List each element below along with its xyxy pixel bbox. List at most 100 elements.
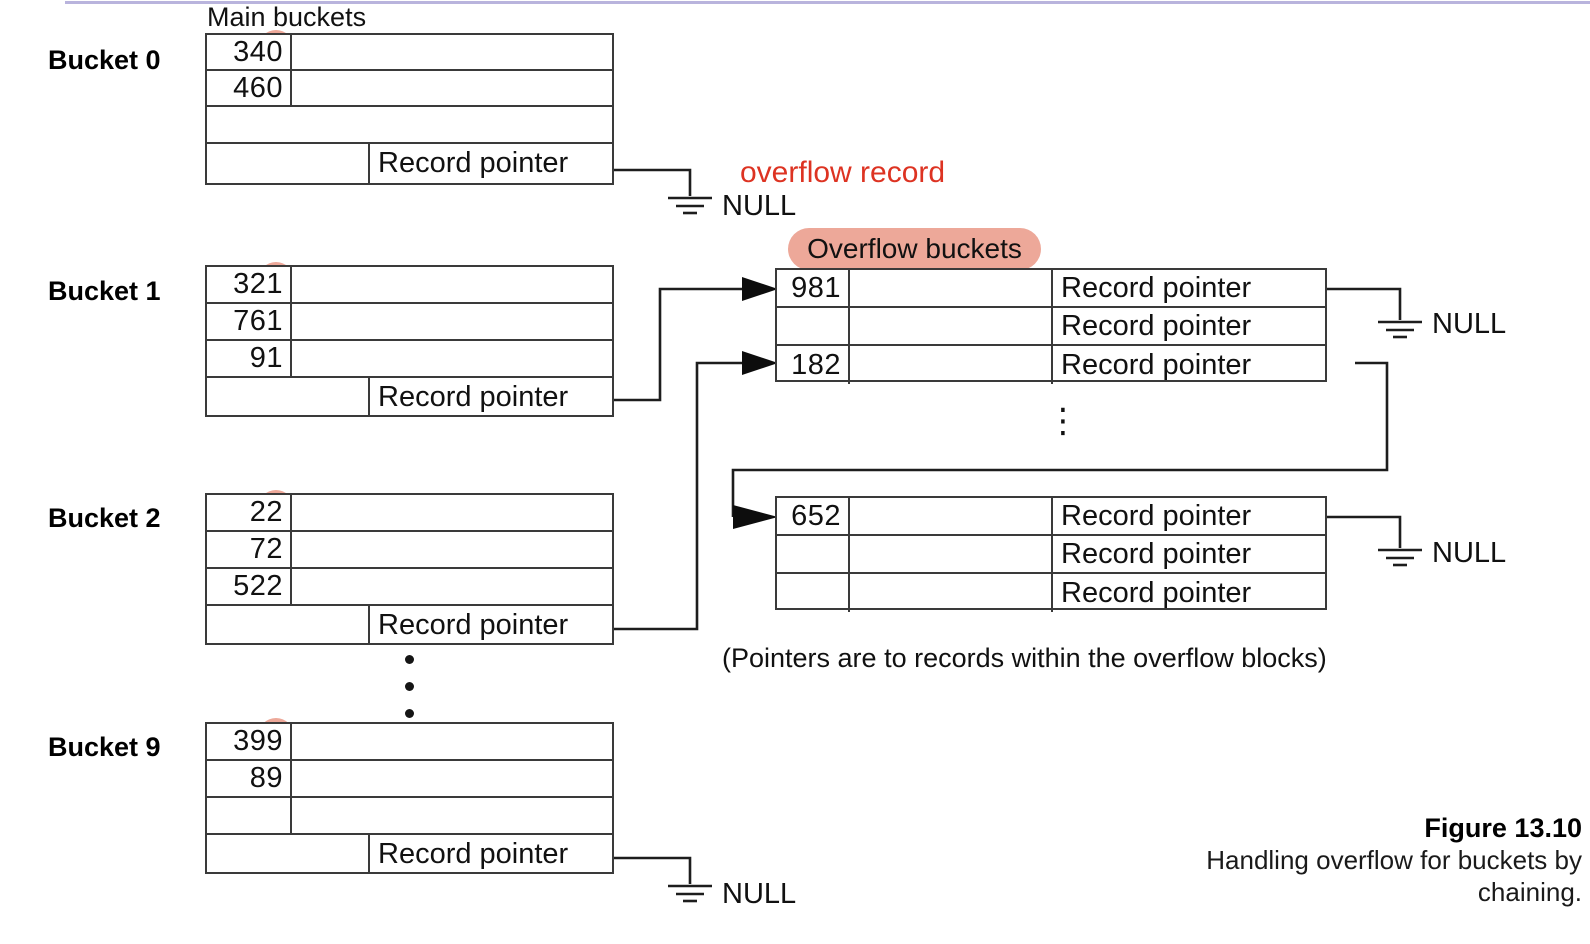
overflow-record-pointer[interactable]: Record pointer <box>1061 309 1252 342</box>
bucket-row: 460 <box>207 71 612 107</box>
overflow-record-pointer[interactable]: Record pointer <box>1061 537 1252 570</box>
bucket-pointer-row: Record pointer <box>207 378 612 417</box>
overflow-table-1[interactable]: 981 Record pointer Record pointer 182 Re… <box>775 268 1327 384</box>
top-rule <box>65 1 1590 4</box>
overflow-buckets-label: Overflow buckets <box>788 228 1041 270</box>
ground-symbol-bucket0 <box>668 196 712 215</box>
bucket-row: 522 <box>207 569 612 606</box>
bucket-pointer-blank <box>207 378 370 417</box>
overflow-row: 182 Record pointer <box>777 346 1325 384</box>
overflow-row: Record pointer <box>777 574 1325 612</box>
bucket-key-cell: 89 <box>207 761 292 796</box>
null-label-bucket9: NULL <box>722 878 797 910</box>
overflow-key-cell <box>777 536 850 572</box>
overflow-key-cell <box>777 574 850 612</box>
connector-981-null <box>1327 287 1402 320</box>
bucket-blank-cell <box>292 761 612 796</box>
overflow-row: 981 Record pointer <box>777 270 1325 308</box>
overflow-blank-cell <box>850 536 1053 572</box>
overflow-blank-cell <box>850 574 1053 612</box>
pointer-note: (Pointers are to records within the over… <box>722 643 1327 673</box>
bucket-table-1[interactable]: 321 761 91 Record pointer <box>205 265 614 417</box>
bucket-label-2: Bucket 2 <box>48 503 161 533</box>
overflow-continuation-ellipsis: ⋮ <box>1046 402 1080 440</box>
bucket-table-9[interactable]: 399 89 Record pointer <box>205 722 614 874</box>
ground-symbol-overflow2 <box>1378 548 1422 567</box>
bucket-pointer-row: Record pointer <box>207 606 612 645</box>
bucket-record-pointer[interactable]: Record pointer <box>378 609 569 641</box>
bucket-key-cell: 761 <box>207 304 292 339</box>
bucket-row: 340 <box>207 35 612 71</box>
overflow-record-pointer[interactable]: Record pointer <box>1061 576 1252 609</box>
ground-symbol-overflow1 <box>1378 320 1422 339</box>
null-label-bucket0: NULL <box>722 190 797 222</box>
bucket-row: 89 <box>207 761 612 798</box>
overflow-blank-cell <box>850 270 1053 306</box>
figure-caption-text: Handling overflow for buckets by chainin… <box>1206 844 1582 907</box>
bucket-key-cell: 399 <box>207 724 292 759</box>
overflow-record-pointer[interactable]: Record pointer <box>1061 499 1252 532</box>
bucket-pointer-blank <box>207 835 370 874</box>
bucket-blank-cell <box>292 341 612 376</box>
bucket-blank-cell <box>292 724 612 759</box>
overflow-row: Record pointer <box>777 308 1325 346</box>
connector-bucket0-null <box>614 168 692 196</box>
bucket-blank-cell <box>292 569 612 604</box>
bucket-row: 72 <box>207 532 612 569</box>
arrowhead-to-981 <box>742 277 778 301</box>
arrowhead-to-652 <box>733 505 778 529</box>
bucket-row: 761 <box>207 304 612 341</box>
overflow-table-2[interactable]: 652 Record pointer Record pointer Record… <box>775 496 1327 612</box>
connector-182-overflow2 <box>731 361 1389 517</box>
bucket-table-2[interactable]: 22 72 522 Record pointer <box>205 493 614 645</box>
arrowhead-to-182 <box>742 351 778 375</box>
overflow-row: 652 Record pointer <box>777 498 1325 536</box>
bucket-row: 91 <box>207 341 612 378</box>
overflow-blank-cell <box>850 498 1053 534</box>
bucket-key-cell: 340 <box>207 35 292 69</box>
bucket-table-0[interactable]: 340 460 Record pointer <box>205 33 614 185</box>
bucket-key-cell: 460 <box>207 71 292 105</box>
bucket-blank-cell <box>292 532 612 567</box>
bucket-blank-cell <box>292 267 612 302</box>
bucket-pointer-row: Record pointer <box>207 835 612 874</box>
figure-number: Figure 13.10 <box>1424 813 1582 843</box>
overflow-key-cell: 981 <box>777 270 850 306</box>
bucket-empty-row <box>207 798 292 833</box>
bucket-blank-cell <box>292 71 612 105</box>
null-label-overflow2: NULL <box>1432 537 1507 569</box>
bucket-pointer-row: Record pointer <box>207 144 612 183</box>
bucket-label-9: Bucket 9 <box>48 732 161 762</box>
bucket-row <box>207 107 612 144</box>
overflow-blank-cell <box>850 346 1053 384</box>
ground-symbol-bucket9 <box>668 884 712 903</box>
bucket-record-pointer[interactable]: Record pointer <box>378 147 569 179</box>
overflow-record-pointer[interactable]: Record pointer <box>1061 348 1252 381</box>
overflow-record-annotation: overflow record <box>740 156 946 189</box>
bucket-continuation-dots <box>405 655 414 736</box>
overflow-blank-cell <box>850 308 1053 344</box>
bucket-key-cell: 91 <box>207 341 292 376</box>
bucket-record-pointer[interactable]: Record pointer <box>378 381 569 413</box>
connector-bucket1-overflow1 <box>614 287 742 402</box>
bucket-blank-cell <box>292 35 612 69</box>
bucket-row <box>207 798 612 835</box>
dot <box>405 682 414 691</box>
dot <box>405 655 414 664</box>
connector-bucket9-null <box>614 856 692 884</box>
overflow-key-cell: 652 <box>777 498 850 534</box>
bucket-blank-cell <box>292 798 612 833</box>
figure-caption: Figure 13.10 Handling overflow for bucke… <box>1182 812 1582 908</box>
bucket-pointer-blank <box>207 144 370 183</box>
bucket-key-cell: 522 <box>207 569 292 604</box>
overflow-key-cell <box>777 308 850 344</box>
connector-652-null <box>1327 515 1402 548</box>
bucket-key-cell: 72 <box>207 532 292 567</box>
bucket-pointer-blank <box>207 606 370 645</box>
bucket-blank-cell <box>292 304 612 339</box>
bucket-blank-cell <box>292 495 612 530</box>
overflow-key-cell: 182 <box>777 346 850 384</box>
overflow-record-pointer[interactable]: Record pointer <box>1061 271 1252 304</box>
bucket-record-pointer[interactable]: Record pointer <box>378 838 569 870</box>
